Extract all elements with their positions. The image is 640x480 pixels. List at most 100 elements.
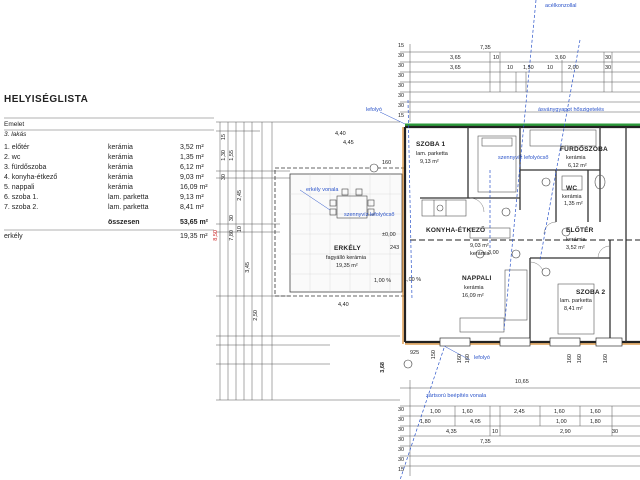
dim-bottom-left: 30 [398, 447, 405, 453]
total-label: összesen [108, 219, 140, 226]
dim-bottom: 1,00 [556, 419, 567, 425]
sofa-nappali [459, 269, 528, 333]
dim-label: 160 [382, 160, 392, 166]
dim-top-left: 15 [398, 113, 405, 119]
dim-balcony: 4,45 [343, 140, 354, 146]
dim-bottom: 1,80 [420, 419, 431, 425]
note-balcony-line: erkély vonala [306, 187, 339, 193]
dim-window: 160 [465, 354, 471, 364]
dim-top: 7,35 [480, 45, 491, 51]
dim-top: 10 [493, 55, 500, 61]
dim-bottom: 10 [492, 429, 499, 435]
room-erkely-area: 19,35 m² [336, 263, 358, 269]
note-insulation: ásványgyapot hőszigetelés [538, 107, 605, 113]
room-row-name: 6. szoba 1. [4, 194, 39, 201]
dim-label: 243 [390, 245, 400, 251]
windows-bottom [439, 337, 623, 347]
balcony-floor [289, 173, 403, 293]
dim-top-left: 30 [398, 73, 405, 79]
dim-window: 150 [431, 350, 437, 360]
room-row-area: 6,12 m² [180, 164, 204, 171]
dim-left-total: 8,50 [213, 230, 219, 241]
dim-bottom: 1,60 [462, 409, 473, 415]
room-wc-material: kerámia [562, 194, 582, 200]
room-row-material: kerámia [108, 184, 133, 191]
room-szoba1-material: lam. parketta [416, 151, 448, 157]
dim-window: 160 [567, 354, 573, 364]
room-nappali-area: 16,09 m² [462, 293, 484, 299]
room-szoba2-area: 8,41 m² [564, 306, 583, 312]
dim-left: 10 [237, 226, 243, 233]
dim-left: 1,55 [229, 150, 235, 161]
room-erkely-material: fagyálló kerámia [326, 255, 367, 261]
room-row-name: 1. előtér [4, 144, 30, 151]
room-konyha-area: 9,03 m² [470, 243, 489, 249]
dim-label: 925 [410, 350, 420, 356]
dim-left: 1,30 [221, 150, 227, 161]
dim-bottom: 1,00 [430, 409, 441, 415]
room-row-area: 9,03 m² [180, 174, 204, 181]
note-drain-top: lefolyó [366, 107, 382, 113]
room-row-area: 16,09 m² [180, 184, 208, 191]
room-list-unit: 3. lakás [4, 131, 27, 138]
room-row: 4. konyha-étkező kerámia 9,03 m² [4, 174, 214, 183]
note-acelkonzol: acélkonzollal [545, 3, 577, 9]
dim-top: 2,00 [568, 65, 579, 71]
dim-top: 10 [547, 65, 554, 71]
room-row-name: 2. wc [4, 154, 21, 161]
bed-szoba2 [557, 283, 595, 335]
dim-left: 3,45 [245, 262, 251, 273]
balcony-label: erkély [4, 233, 23, 240]
dim-left: 7,80 [229, 230, 235, 241]
dim-bottom-left: 15 [398, 467, 405, 473]
dim-top: 3,65 [450, 65, 461, 71]
dim-left: 30 [229, 215, 235, 222]
room-furdo-name: FÜRDŐSZOBA [560, 146, 608, 153]
room-row-area: 3,52 m² [180, 144, 204, 151]
room-row: 7. szoba 2. lam. parketta 8,41 m² [4, 204, 214, 213]
room-wc-area: 1,35 m² [564, 201, 583, 207]
dim-balcony: 4,40 [338, 302, 349, 308]
room-row-area: 1,35 m² [180, 154, 204, 161]
dim-bottom: 1,60 [590, 409, 601, 415]
bath-fixtures [529, 129, 606, 191]
slope-label: 1,00 % [374, 278, 392, 284]
room-list-floor: Emelet [4, 121, 25, 128]
room-eloter-area: 3,52 m² [566, 245, 585, 251]
room-row-material: kerámia [108, 174, 133, 181]
dim-window: 160 [457, 354, 463, 364]
dim-bottom: 7,35 [480, 439, 491, 445]
dim-left: 2,45 [237, 190, 243, 201]
room-row-material: kerámia [108, 154, 133, 161]
dim-bottom: 10,65 [515, 379, 529, 385]
dim-bottom: 4,35 [446, 429, 457, 435]
room-list-title: HELYISÉGLISTA [4, 94, 89, 105]
dim-bottom-left: 30 [398, 457, 405, 463]
dim-left: 15 [221, 134, 227, 141]
room-eloter-name: ELŐTÉR [566, 227, 594, 234]
level-label-2: 3,00 [488, 250, 499, 256]
level-label: ±0,00 [382, 232, 396, 238]
room-list-total: összesen 53,65 m² [4, 219, 214, 228]
note-drain-bottom: lefolyó [474, 355, 490, 361]
room-nappali-material: kerámia [464, 285, 484, 291]
dim-side: 3,68 [380, 362, 386, 373]
dim-bottom: 30 [612, 429, 619, 435]
note-closed-row: zártsorú beépítés vonala [426, 393, 487, 399]
dim-bottom: 2,90 [560, 429, 571, 435]
room-nappali-name: NAPPALI [462, 275, 492, 282]
dim-bottom: 1,80 [590, 419, 601, 425]
room-row-name: 5. nappali [4, 184, 35, 191]
dim-balcony: 4,40 [335, 131, 346, 137]
room-row-material: kerámia [108, 164, 133, 171]
dim-window: 160 [577, 354, 583, 364]
slope-label: 1,00 % [404, 277, 422, 283]
dim-left: 30 [221, 174, 227, 181]
note-wastewater: szennyvíz lefolyócső [344, 212, 395, 218]
room-row: 3. fürdőszoba kerámia 6,12 m² [4, 164, 214, 173]
room-szoba2-material: lam. parketta [560, 298, 592, 304]
room-furdo-area: 6,12 m² [568, 163, 587, 169]
dim-bottom: 2,45 [514, 409, 525, 415]
dim-top-left: 30 [398, 53, 405, 59]
